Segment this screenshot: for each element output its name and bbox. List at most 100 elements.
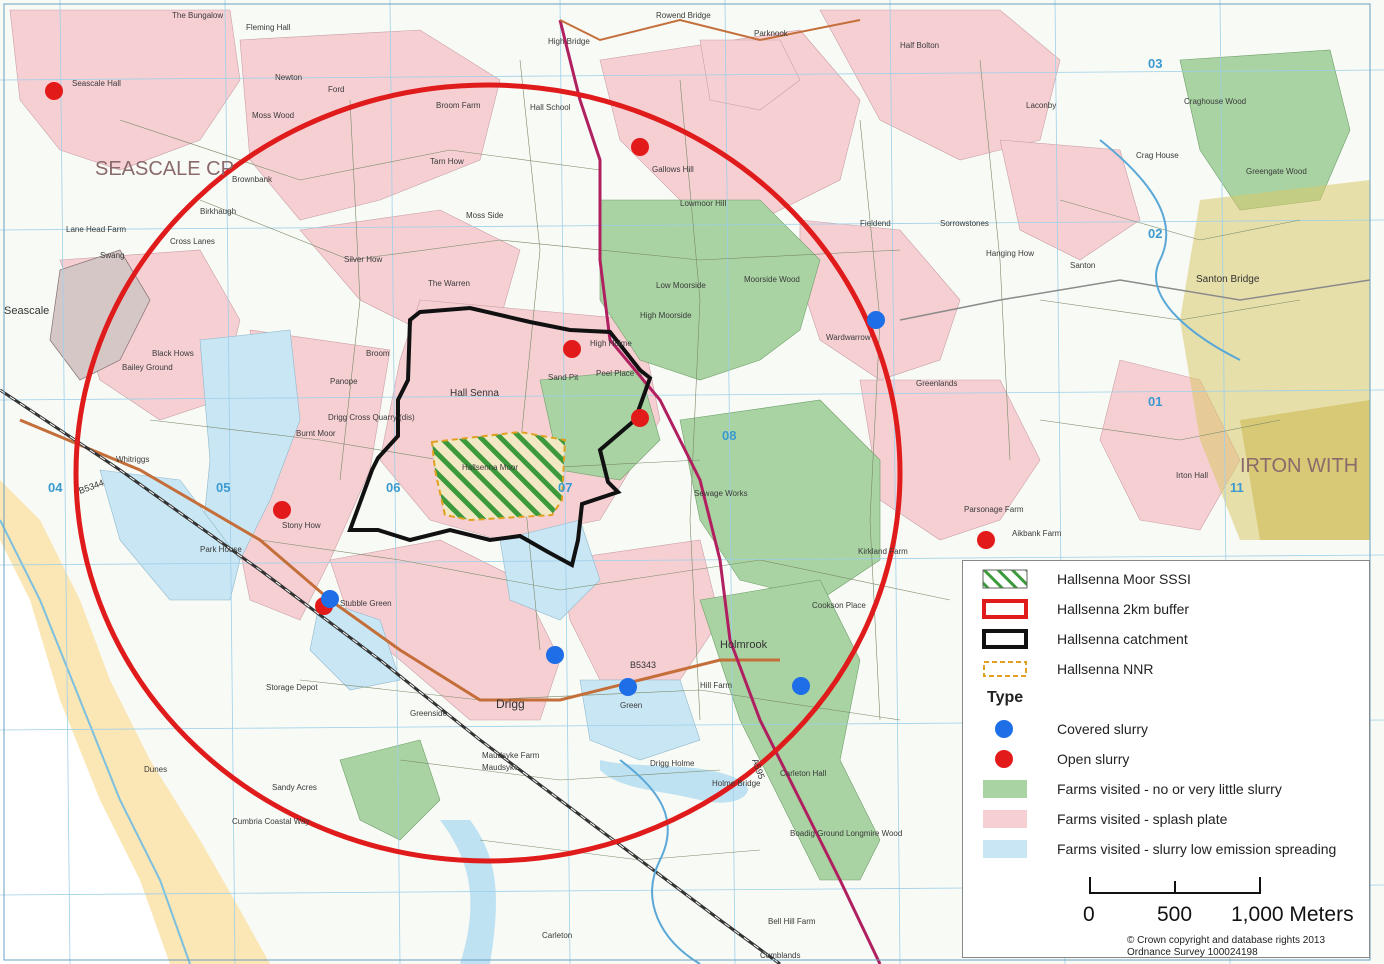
railway-line xyxy=(0,388,781,964)
nnr-swatch xyxy=(983,661,1027,677)
place-label: Holme Bridge xyxy=(712,779,761,788)
grid-label: 05 xyxy=(216,480,230,495)
covered-slurry-marker[interactable] xyxy=(321,590,339,608)
place-label: Stubble Green xyxy=(340,599,392,608)
river-irt-channel xyxy=(619,759,701,964)
place-label: Greengate Wood xyxy=(1246,167,1307,176)
roads xyxy=(19,18,1371,964)
covered-slurry-points[interactable] xyxy=(321,311,885,696)
seascale-town xyxy=(49,249,151,381)
place-label: Hallsenna Moor xyxy=(462,463,518,472)
place-label: Cross Lanes xyxy=(170,237,215,246)
legend-label: Farms visited - splash plate xyxy=(1057,811,1228,827)
place-label: The Bungalow xyxy=(172,11,223,20)
open-slurry-points[interactable] xyxy=(45,82,995,615)
river-estuary xyxy=(440,820,496,964)
place-label: Peel Place xyxy=(596,369,635,378)
place-label: Moss Wood xyxy=(252,111,294,120)
copyright-line: Ordnance Survey 100024198 xyxy=(1127,947,1258,958)
woodland-irton xyxy=(1240,400,1370,540)
place-label: Storage Depot xyxy=(266,683,318,692)
place-label: Craghouse Wood xyxy=(1184,97,1246,106)
place-label: Lane Head Farm xyxy=(66,225,126,234)
place-label: Ford xyxy=(328,85,344,94)
legend-type-heading: Type xyxy=(987,689,1024,706)
river-mite xyxy=(1099,139,1241,361)
splash-plate-swatch xyxy=(983,810,1027,828)
place-label: Green xyxy=(620,701,642,710)
place-label: Seascale Hall xyxy=(72,79,121,88)
map-legend: Hallsenna Moor SSSI Hallsenna 2km buffer… xyxy=(962,560,1370,958)
place-label: Drigg Cross Quarry (dis) xyxy=(328,413,415,422)
place-label: Drigg xyxy=(496,697,525,711)
hallsenna-catchment[interactable] xyxy=(347,305,653,568)
place-label: High Bridge xyxy=(548,37,590,46)
hallsenna-sssi[interactable] xyxy=(430,430,567,522)
place-label: Parsonage Farm xyxy=(964,505,1024,514)
place-label: Carleton Hall xyxy=(780,769,826,778)
grid-label: 03 xyxy=(1148,56,1162,71)
open-slurry-marker[interactable] xyxy=(977,531,995,549)
open-slurry-marker[interactable] xyxy=(45,82,63,100)
legend-label: Hallsenna catchment xyxy=(1057,631,1188,647)
covered-slurry-marker[interactable] xyxy=(619,678,637,696)
place-label: Moorside Wood xyxy=(744,275,800,284)
place-label: Park House xyxy=(200,545,242,554)
grid-label: 01 xyxy=(1148,394,1162,409)
place-label: Parknook xyxy=(754,29,789,38)
legend-item-sssi: Hallsenna Moor SSSI xyxy=(981,567,1191,591)
grid-label: 11 xyxy=(1230,480,1244,495)
place-label: The Warren xyxy=(428,279,470,288)
place-label: Laconby xyxy=(1026,101,1056,110)
open-slurry-marker[interactable] xyxy=(631,409,649,427)
place-label: Birkhaugh xyxy=(200,207,236,216)
place-label: Wardwarrow xyxy=(826,333,871,342)
place-label: Sorrowstones xyxy=(940,219,989,228)
place-label: Whitriggs xyxy=(116,455,149,464)
place-label: Fieldend xyxy=(860,219,891,228)
open-slurry-marker[interactable] xyxy=(631,138,649,156)
place-label: Boadig Ground xyxy=(790,829,844,838)
road-label: B5343 xyxy=(630,660,656,670)
place-label: Moss Side xyxy=(466,211,504,220)
place-label: Sewage Works xyxy=(694,489,748,498)
covered-slurry-marker[interactable] xyxy=(546,646,564,664)
covered-slurry-marker[interactable] xyxy=(792,677,810,695)
legend-item-low-emission: Farms visited - slurry low emission spre… xyxy=(981,837,1336,861)
place-label: Santon xyxy=(1070,261,1095,270)
scale-bar-line xyxy=(1089,877,1261,894)
place-label: Drigg Holme xyxy=(650,759,695,768)
place-label: Lowmoor Hill xyxy=(680,199,726,208)
legend-item-open-slurry: Open slurry xyxy=(981,747,1129,771)
place-label: Maudsyke Farm xyxy=(482,751,540,760)
place-label: High Moorside xyxy=(640,311,692,320)
place-label: Fleming Hall xyxy=(246,23,291,32)
sea-area xyxy=(0,540,170,964)
scale-label-500: 500 xyxy=(1157,903,1193,926)
copyright-notice: © Crown copyright and database rights 20… xyxy=(1127,935,1325,959)
place-label: Greenlands xyxy=(916,379,957,388)
legend-item-covered-slurry: Covered slurry xyxy=(981,717,1148,741)
hallsenna-2km-buffer[interactable] xyxy=(73,82,903,864)
sssi-swatch xyxy=(982,569,1028,589)
place-label: Silver How xyxy=(344,255,382,264)
legend-item-catchment: Hallsenna catchment xyxy=(981,627,1188,651)
place-label: Holmrook xyxy=(720,639,768,651)
legend-item-nnr: Hallsenna NNR xyxy=(981,657,1153,681)
place-label: Sandy Acres xyxy=(272,783,317,792)
legend-item-buffer: Hallsenna 2km buffer xyxy=(981,597,1189,621)
open-slurry-marker[interactable] xyxy=(563,340,581,358)
place-label: Irton Hall xyxy=(1176,471,1208,480)
grid-label: 08 xyxy=(722,428,736,443)
grid-label: 02 xyxy=(1148,226,1162,241)
place-label: Tarn How xyxy=(430,157,464,166)
open-slurry-marker[interactable] xyxy=(273,501,291,519)
parish-label: SEASCALE CP xyxy=(95,158,234,180)
place-label: Cumblands xyxy=(760,951,800,960)
field-boundaries xyxy=(119,59,1301,861)
covered-slurry-swatch xyxy=(981,719,1029,739)
covered-slurry-marker[interactable] xyxy=(867,311,885,329)
place-label: Stony How xyxy=(282,521,321,530)
